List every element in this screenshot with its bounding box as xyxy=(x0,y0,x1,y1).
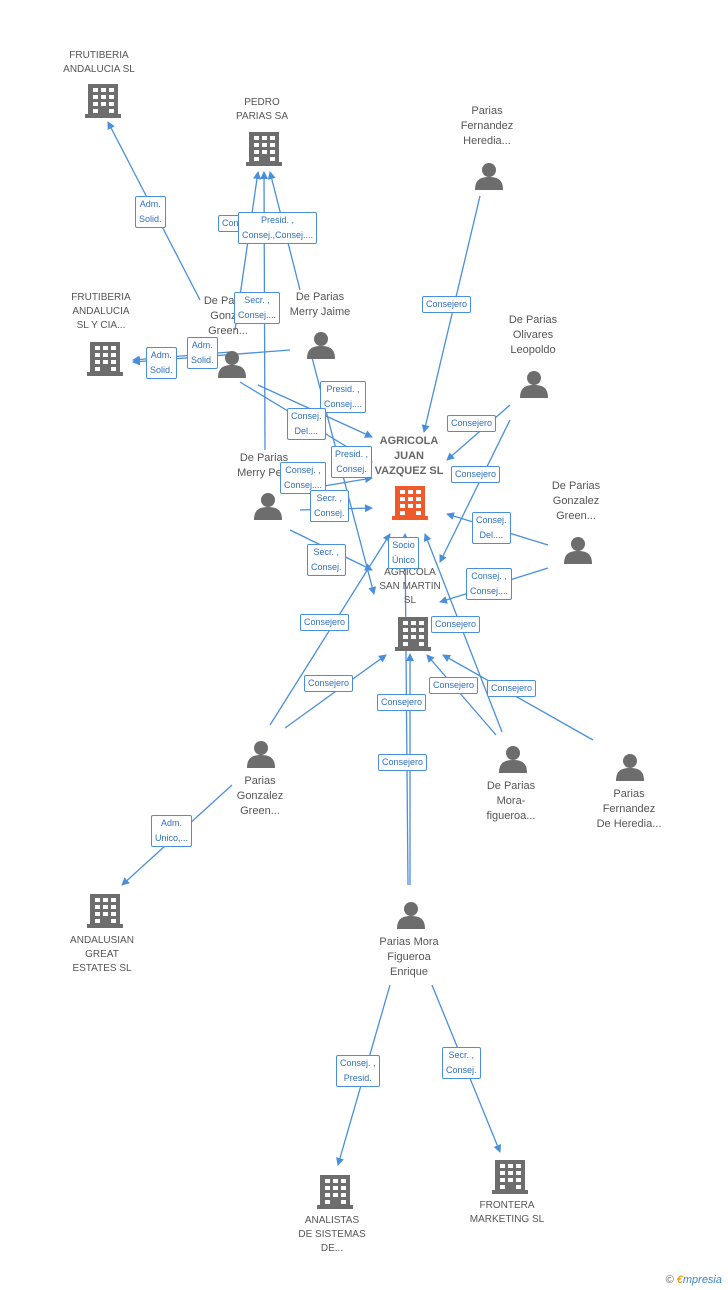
person-label-de-parias-olivares[interactable]: De Parias Olivares Leopoldo xyxy=(508,314,558,356)
role-label: Presid. , Consej. xyxy=(331,446,373,478)
person-label-parias-mora-figueroa-enrique[interactable]: Parias Mora Figueroa Enrique xyxy=(379,936,439,978)
company-label-pedro-parias[interactable]: PEDRO PARIAS SA xyxy=(235,97,289,122)
person-icon xyxy=(397,902,425,929)
person-label-de-parias-mora-figueroa[interactable]: De Parias Mora- figueroa... xyxy=(486,780,536,822)
person-label-de-parias-gonzalez-green[interactable]: De Parias Gonzalez Green... xyxy=(551,480,601,522)
role-label: Consej. Del.... xyxy=(472,512,511,544)
role-label: Consejero xyxy=(304,675,354,692)
person-icon xyxy=(247,741,275,768)
company-icons xyxy=(85,84,528,1209)
role-label: Consejero xyxy=(377,694,427,711)
building-icon xyxy=(317,1175,353,1209)
role-label: Adm. Unico,... xyxy=(151,815,193,847)
company-label-agricola-san-martin[interactable]: AGRICOLA SAN MARTIN SL xyxy=(379,567,441,606)
company-label-frutiberia-andalucia-cia[interactable]: FRUTIBERIA ANDALUCIA SL Y CIA... xyxy=(71,292,131,331)
building-icon xyxy=(246,132,282,166)
role-label: Socio Único xyxy=(388,537,420,569)
role-label: Adm. Solid. xyxy=(146,347,177,379)
person-label-de-parias-merry-pe[interactable]: De Parias Merry Pe... xyxy=(237,452,291,479)
role-label: Presid. , Consej.,Consej.... xyxy=(238,212,318,244)
brand-logo-e: € xyxy=(676,1274,683,1286)
role-label: Consejero xyxy=(431,616,481,633)
company-label-analistas-de-sistemas[interactable]: ANALISTAS DE SISTEMAS DE... xyxy=(298,1215,366,1254)
role-label: Adm. Solid. xyxy=(135,196,166,228)
building-icon xyxy=(492,1160,528,1194)
person-label-parias-fernandez-heredia[interactable]: Parias Fernandez Heredia... xyxy=(460,105,514,147)
role-label: Consejero xyxy=(378,754,428,771)
role-label: Adm. Solid. xyxy=(187,337,218,369)
edge xyxy=(439,419,511,563)
building-icon xyxy=(87,894,123,928)
person-label-parias-fernandez-de-heredia[interactable]: Parias Fernandez De Heredia... xyxy=(596,788,662,830)
role-label: Presid. , Consej.... xyxy=(320,381,367,413)
role-label: Secr. , Consej. xyxy=(307,544,346,576)
person-icon xyxy=(520,371,548,398)
person-label-parias-gonzalez-green[interactable]: Parias Gonzalez Green... xyxy=(236,775,284,817)
role-label: Consejero xyxy=(487,680,537,697)
role-label: Consejero xyxy=(422,296,472,313)
role-label: Secr. , Consej. xyxy=(310,490,349,522)
edge xyxy=(423,533,503,733)
person-icon xyxy=(475,163,503,190)
edge xyxy=(442,654,594,741)
copyright-symbol: © xyxy=(665,1274,674,1286)
building-icon xyxy=(395,617,431,651)
role-label: Consej. , Consej.... xyxy=(280,462,327,494)
edge xyxy=(421,195,481,433)
person-icon xyxy=(307,332,335,359)
role-label: Consej. , Presid. xyxy=(336,1055,380,1087)
edge xyxy=(426,654,497,736)
role-label: Secr. , Consej.... xyxy=(234,292,281,324)
company-label-andalusian-great-estates[interactable]: ANDALUSIAN GREAT ESTATES SL xyxy=(70,935,134,974)
edges xyxy=(107,121,594,1166)
role-label: Consej. Del.... xyxy=(287,408,326,440)
person-icon xyxy=(254,493,282,520)
company-label-agricola-juan-vazquez[interactable]: AGRICOLA JUAN VAZQUEZ SL xyxy=(374,435,444,477)
brand-logo: mpresia xyxy=(682,1274,722,1286)
role-label: Consejero xyxy=(429,677,479,694)
company-label-frontera-marketing[interactable]: FRONTERA MARKETING SL xyxy=(469,1200,545,1225)
building-icon xyxy=(85,84,121,118)
footer-credit: © €mpresia xyxy=(666,1274,722,1286)
role-label: Consejero xyxy=(300,614,350,631)
person-icon xyxy=(499,746,527,773)
building-icon xyxy=(87,342,123,376)
person-icon xyxy=(564,537,592,564)
building-icon-focus xyxy=(392,486,428,520)
role-label: Consejero xyxy=(447,415,497,432)
person-icon xyxy=(616,754,644,781)
role-label: Secr. , Consej. xyxy=(442,1047,481,1079)
person-label-de-parias-merry-jaime[interactable]: De Parias Merry Jaime xyxy=(289,291,351,318)
role-label: Consejero xyxy=(451,466,501,483)
role-label: Consej. , Consej.... xyxy=(466,568,513,600)
company-label-frutiberia-andalucia[interactable]: FRUTIBERIA ANDALUCIA SL xyxy=(63,50,135,75)
edge xyxy=(446,404,511,461)
